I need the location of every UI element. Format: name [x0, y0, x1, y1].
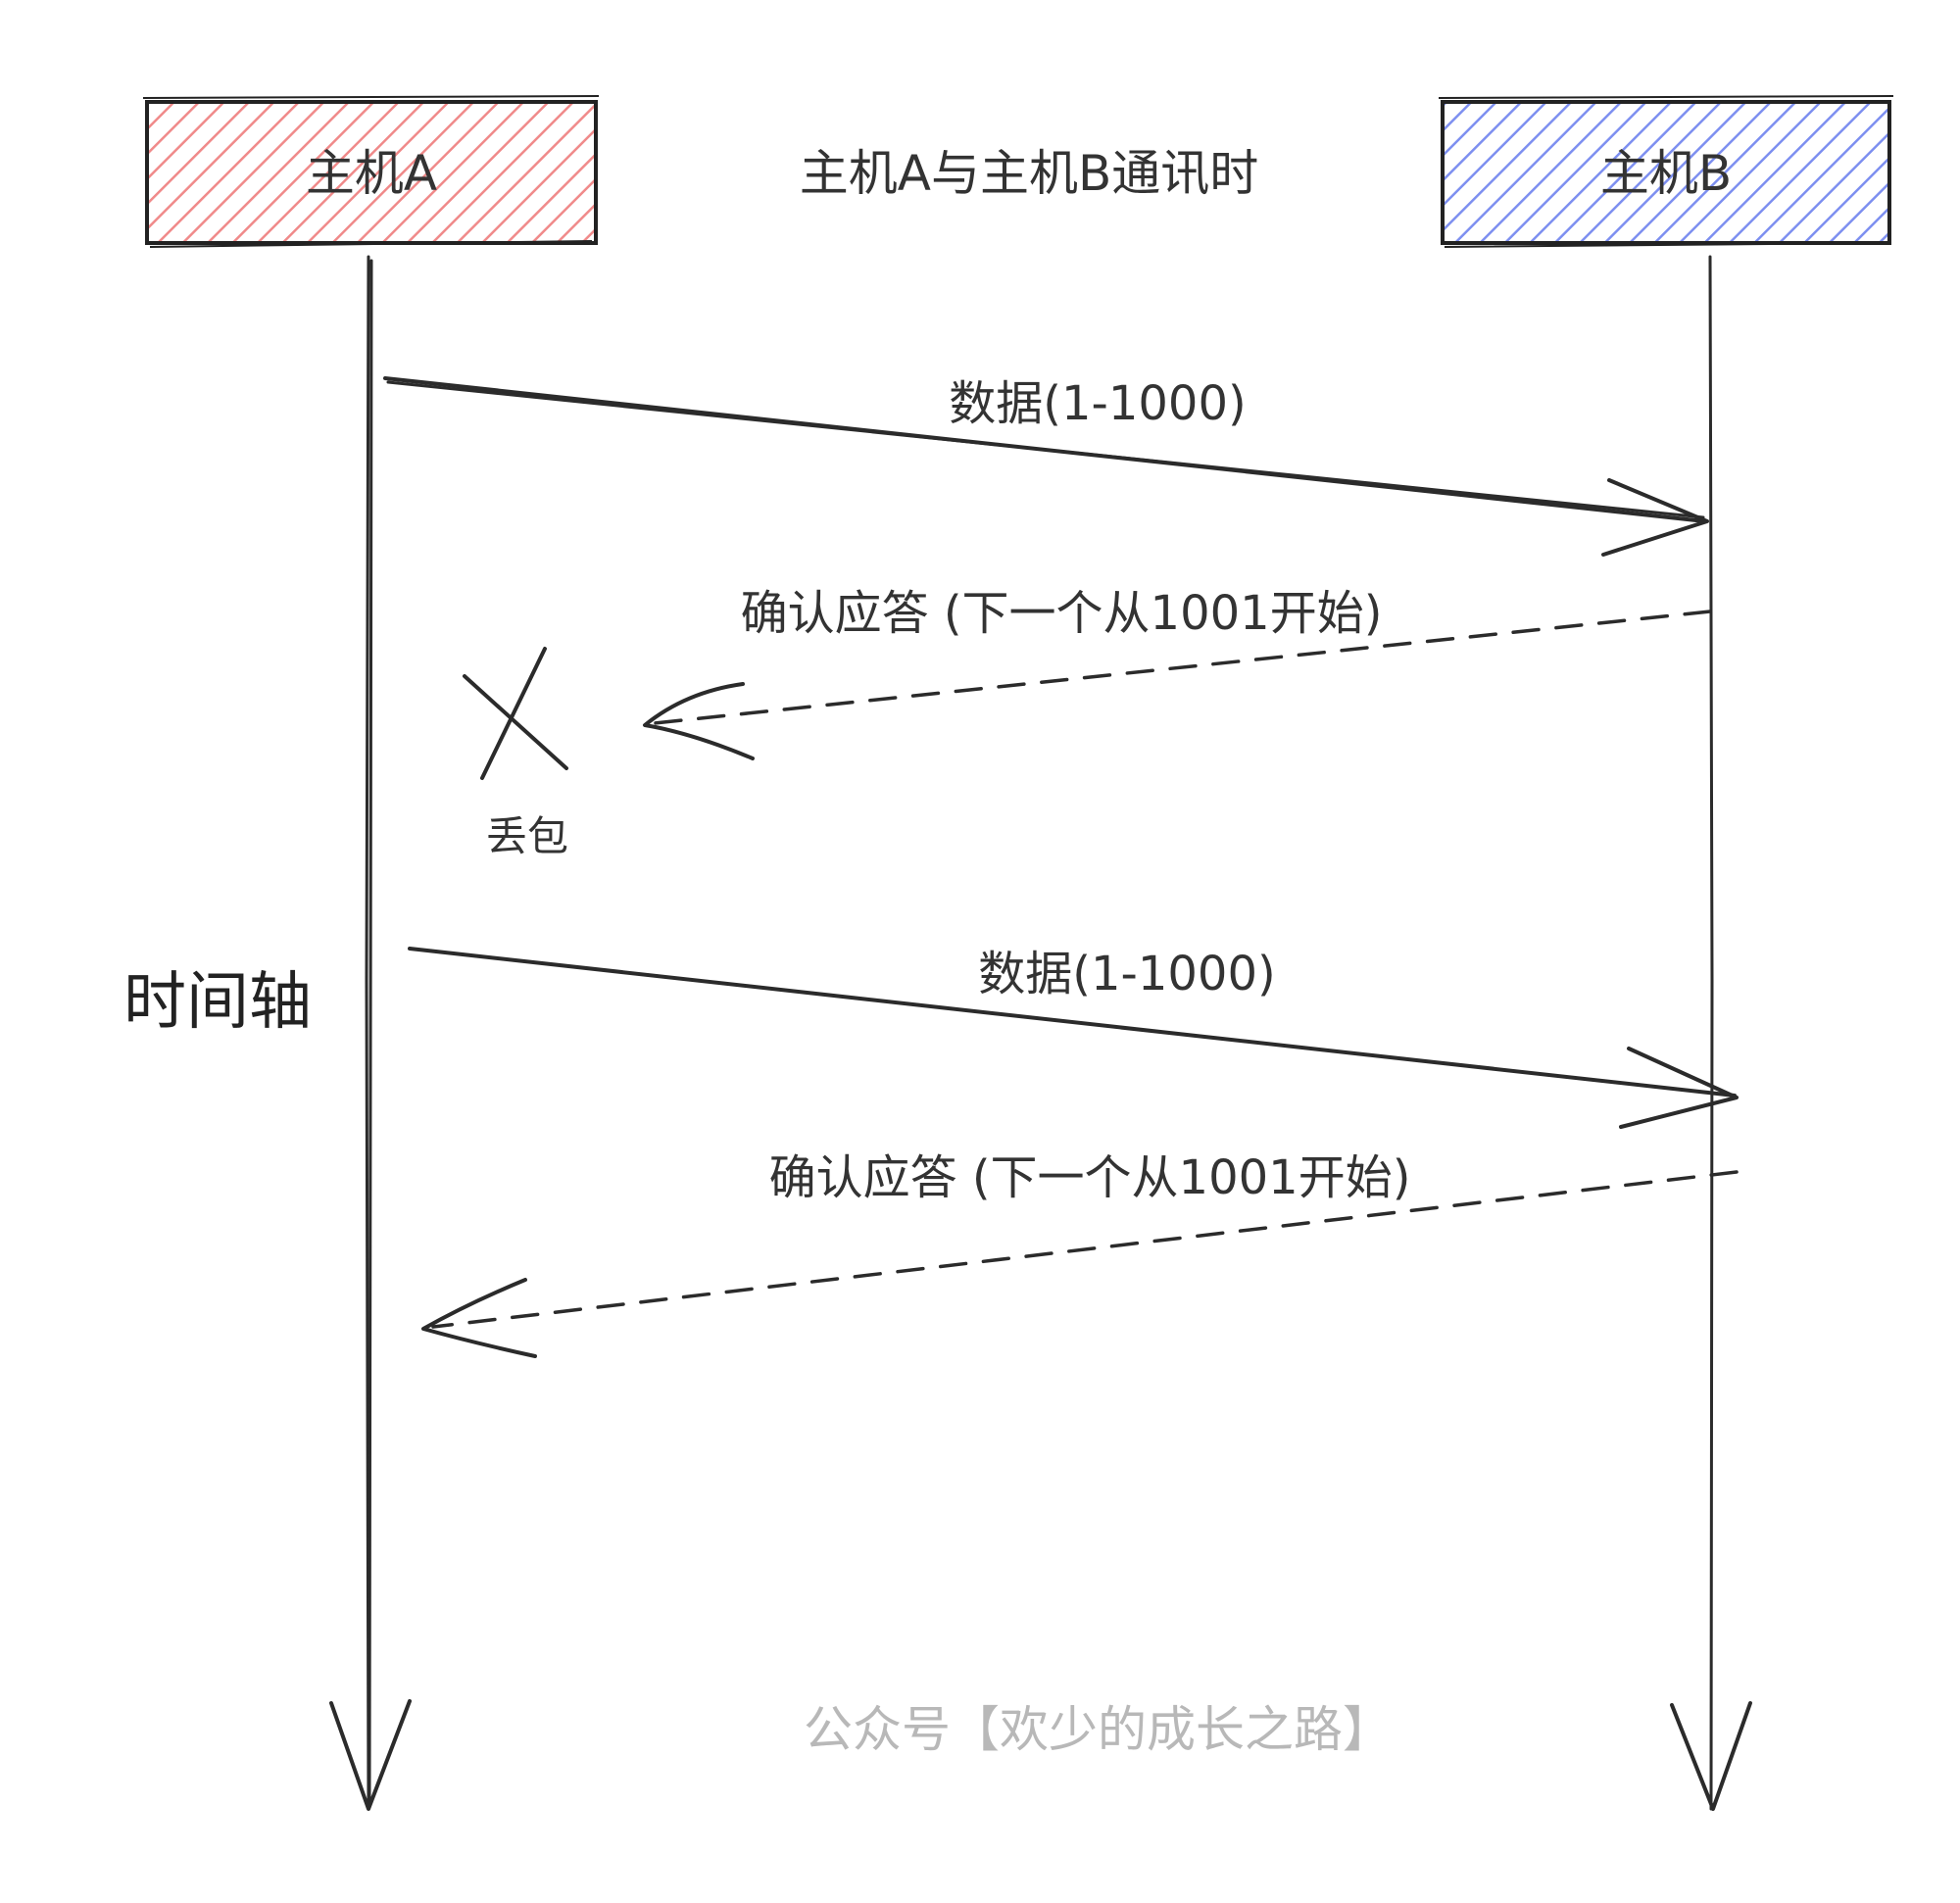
- packet-loss: 丢包: [463, 647, 568, 860]
- lifeline-b: [1670, 255, 1752, 1811]
- message-2: 确认应答 (下一个从1001开始): [643, 586, 1712, 760]
- message-3-arrowhead: [1619, 1047, 1739, 1129]
- watermark: 公众号【欢少的成长之路】: [804, 1701, 1392, 1758]
- diagram-title: 主机A与主机B通讯时: [800, 145, 1259, 202]
- loss-cross-icon: [463, 647, 568, 780]
- host-b-border-sketch: [1438, 95, 1894, 248]
- message-1-line-sketch: [386, 380, 1705, 519]
- message-3-label: 数据(1-1000): [978, 947, 1275, 1001]
- message-2-arrowhead: [643, 682, 755, 760]
- lifeline-b-line: [1708, 255, 1714, 1811]
- host-b-box: [1443, 102, 1889, 243]
- lifeline-b-arrowhead: [1670, 1701, 1752, 1811]
- host-a: 主机A: [142, 95, 600, 248]
- lifeline-a: [329, 255, 412, 1811]
- lifeline-a-arrowhead: [329, 1699, 412, 1811]
- lifeline-a-line: [365, 255, 370, 1807]
- message-1-label: 数据(1-1000): [949, 376, 1246, 431]
- time-axis-label: 时间轴: [123, 966, 312, 1039]
- host-a-box: [147, 102, 596, 243]
- message-2-line: [653, 610, 1712, 725]
- message-2-label: 确认应答 (下一个从1001开始): [741, 586, 1383, 641]
- message-3-line: [408, 947, 1737, 1098]
- host-a-border-sketch: [142, 95, 600, 248]
- message-4-line: [431, 1170, 1739, 1329]
- message-3: 数据(1-1000): [408, 947, 1739, 1129]
- host-a-label: 主机A: [306, 145, 437, 202]
- message-4: 确认应答 (下一个从1001开始): [421, 1150, 1739, 1358]
- lifeline-a-line-sketch: [368, 259, 373, 1803]
- message-4-arrowhead: [421, 1278, 537, 1358]
- host-b-label: 主机B: [1600, 145, 1732, 202]
- host-b: 主机B: [1438, 95, 1894, 248]
- message-4-label: 确认应答 (下一个从1001开始): [769, 1150, 1411, 1205]
- host-b-border: [1441, 100, 1891, 245]
- loss-label: 丢包: [486, 812, 568, 860]
- message-1: 数据(1-1000): [383, 376, 1709, 557]
- message-1-arrowhead: [1601, 478, 1709, 557]
